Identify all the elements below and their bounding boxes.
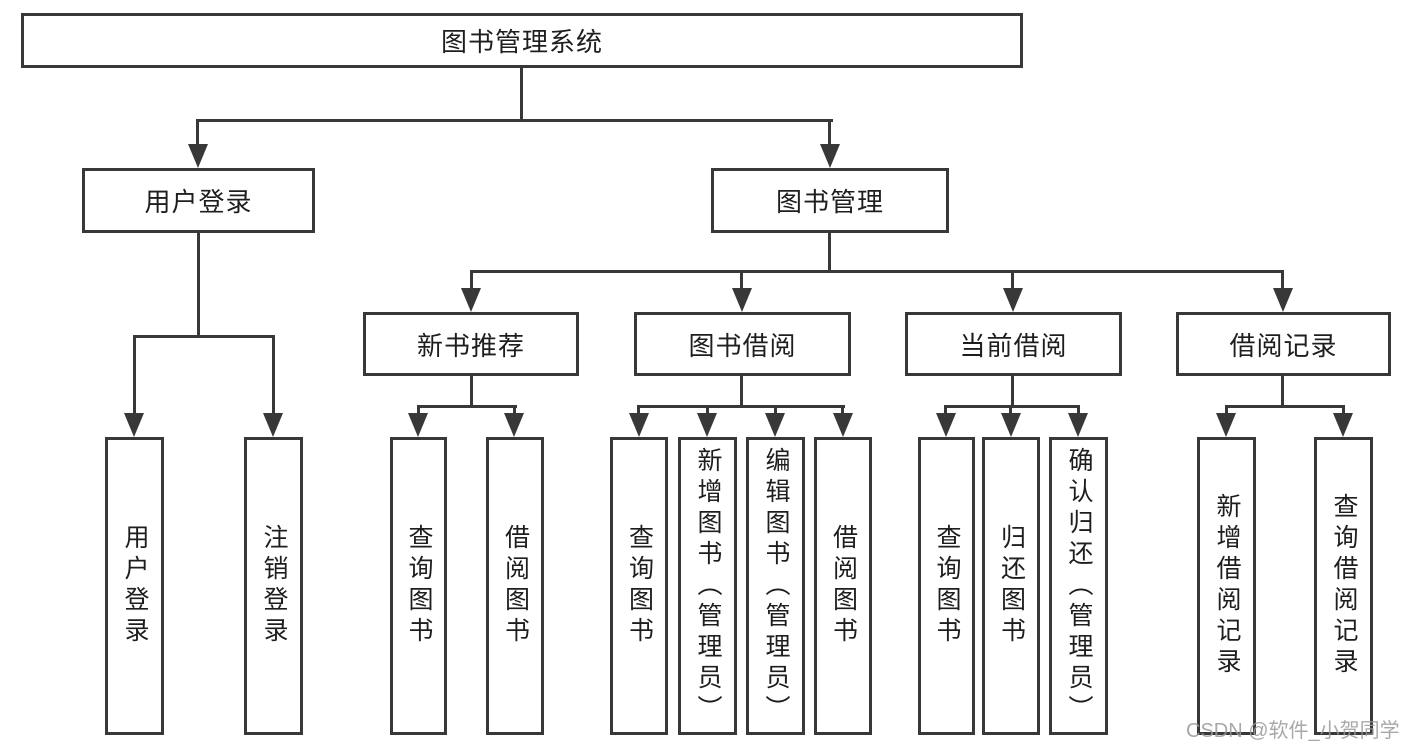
connector-line [740,376,743,408]
arrow-down-icon [263,413,283,437]
connector-line [1281,376,1284,408]
leaf-bb-query-book: 查询图书 [610,437,668,735]
connector-line [828,119,831,147]
leaf-bb-query-book-label: 查询图书 [625,524,654,648]
node-root-label: 图书管理系统 [440,27,603,57]
node-new-book-rec: 新书推荐 [363,312,579,376]
leaf-cb-query-book: 查询图书 [918,437,975,735]
leaf-cb-return-book: 归还图书 [982,437,1040,735]
arrow-down-icon [1001,413,1021,437]
arrow-down-icon [1216,413,1236,437]
connector-line [706,405,709,417]
connector-line [520,66,523,122]
node-book-mgmt-label: 图书管理 [775,187,884,217]
leaf-bb-edit-book-label: 编辑图书（管理员） [762,446,790,726]
arrow-down-icon [1068,413,1088,437]
arrow-down-icon [1333,413,1353,437]
leaf-rec-borrow-book-label: 借阅图书 [501,524,530,648]
connector-line [637,405,640,417]
leaf-cb-confirm-return: 确认归还（管理员） [1049,437,1108,735]
arrow-down-icon [1003,288,1023,312]
connector-line [841,405,844,417]
node-borrow-records-label: 借阅记录 [1229,330,1338,361]
node-borrow-records: 借阅记录 [1176,312,1391,376]
leaf-cb-return-book-label: 归还图书 [997,524,1026,648]
node-book-borrow-label: 图书借阅 [688,330,797,361]
arrow-down-icon [461,288,481,312]
connector-line [944,405,1080,408]
arrow-down-icon [408,413,428,437]
connector-line [133,335,136,417]
connector-line [272,335,275,417]
node-user-login: 用户登录 [82,168,315,233]
connector-line [470,376,473,408]
leaf-br-query-record: 查询借阅记录 [1314,437,1373,735]
leaf-br-add-record: 新增借阅记录 [1197,437,1256,735]
connector-line [1281,270,1284,290]
leaf-logout-label: 注销登录 [260,524,288,648]
arrow-down-icon [697,413,717,437]
csdn-watermark: CSDN @软件_小贺同学 [1186,720,1400,742]
leaf-bb-borrow-book: 借阅图书 [814,437,872,735]
connector-line [513,405,516,417]
leaf-rec-query-book: 查询图书 [390,437,447,735]
leaf-bb-add-book-label: 新增图书（管理员） [694,446,722,726]
connector-line [196,119,199,147]
arrow-down-icon [936,413,956,437]
leaf-bb-edit-book: 编辑图书（管理员） [746,437,805,735]
connector-line [197,233,200,338]
connector-line [740,270,743,290]
connector-line [417,405,517,408]
connector-line [417,405,420,417]
leaf-bb-add-book: 新增图书（管理员） [678,437,737,735]
leaf-br-add-record-label: 新增借阅记录 [1213,493,1241,679]
connector-line [470,270,1284,273]
arrow-down-icon [732,288,752,312]
connector-line [1011,376,1014,408]
node-user-login-label: 用户登录 [144,187,253,217]
leaf-cb-confirm-return-label: 确认归还（管理员） [1065,446,1093,726]
connector-line [637,405,845,408]
connector-line [133,335,275,338]
leaf-br-query-record-label: 查询借阅记录 [1330,493,1358,679]
leaf-cb-query-book-label: 查询图书 [933,524,961,648]
arrow-down-icon [188,144,208,168]
leaf-user-login-label: 用户登录 [121,524,149,648]
leaf-rec-query-book-label: 查询图书 [405,524,433,648]
arrow-down-icon [124,413,144,437]
node-book-borrow: 图书借阅 [634,312,851,376]
arrow-down-icon [833,413,853,437]
leaf-rec-borrow-book: 借阅图书 [486,437,544,735]
leaf-bb-borrow-book-label: 借阅图书 [829,524,858,648]
arrow-down-icon [1273,288,1293,312]
arrow-down-icon [629,413,649,437]
connector-line [1077,405,1080,417]
connector-line [1011,270,1014,290]
node-current-borrow-label: 当前借阅 [959,330,1068,361]
node-root: 图书管理系统 [21,13,1023,68]
connector-line [1225,405,1345,408]
leaf-logout: 注销登录 [244,437,303,735]
connector-line [1225,405,1228,417]
connector-line [1009,405,1012,417]
node-new-book-rec-label: 新书推荐 [416,330,525,361]
connector-line [828,233,831,273]
connector-line [944,405,947,417]
node-book-mgmt: 图书管理 [711,168,949,233]
arrow-down-icon [765,413,785,437]
arrow-down-icon [820,144,840,168]
connector-line [470,270,473,290]
connector-line [1342,405,1345,417]
node-current-borrow: 当前借阅 [905,312,1122,376]
leaf-user-login: 用户登录 [105,437,164,735]
connector-line [197,119,833,122]
arrow-down-icon [504,413,524,437]
connector-line [774,405,777,417]
